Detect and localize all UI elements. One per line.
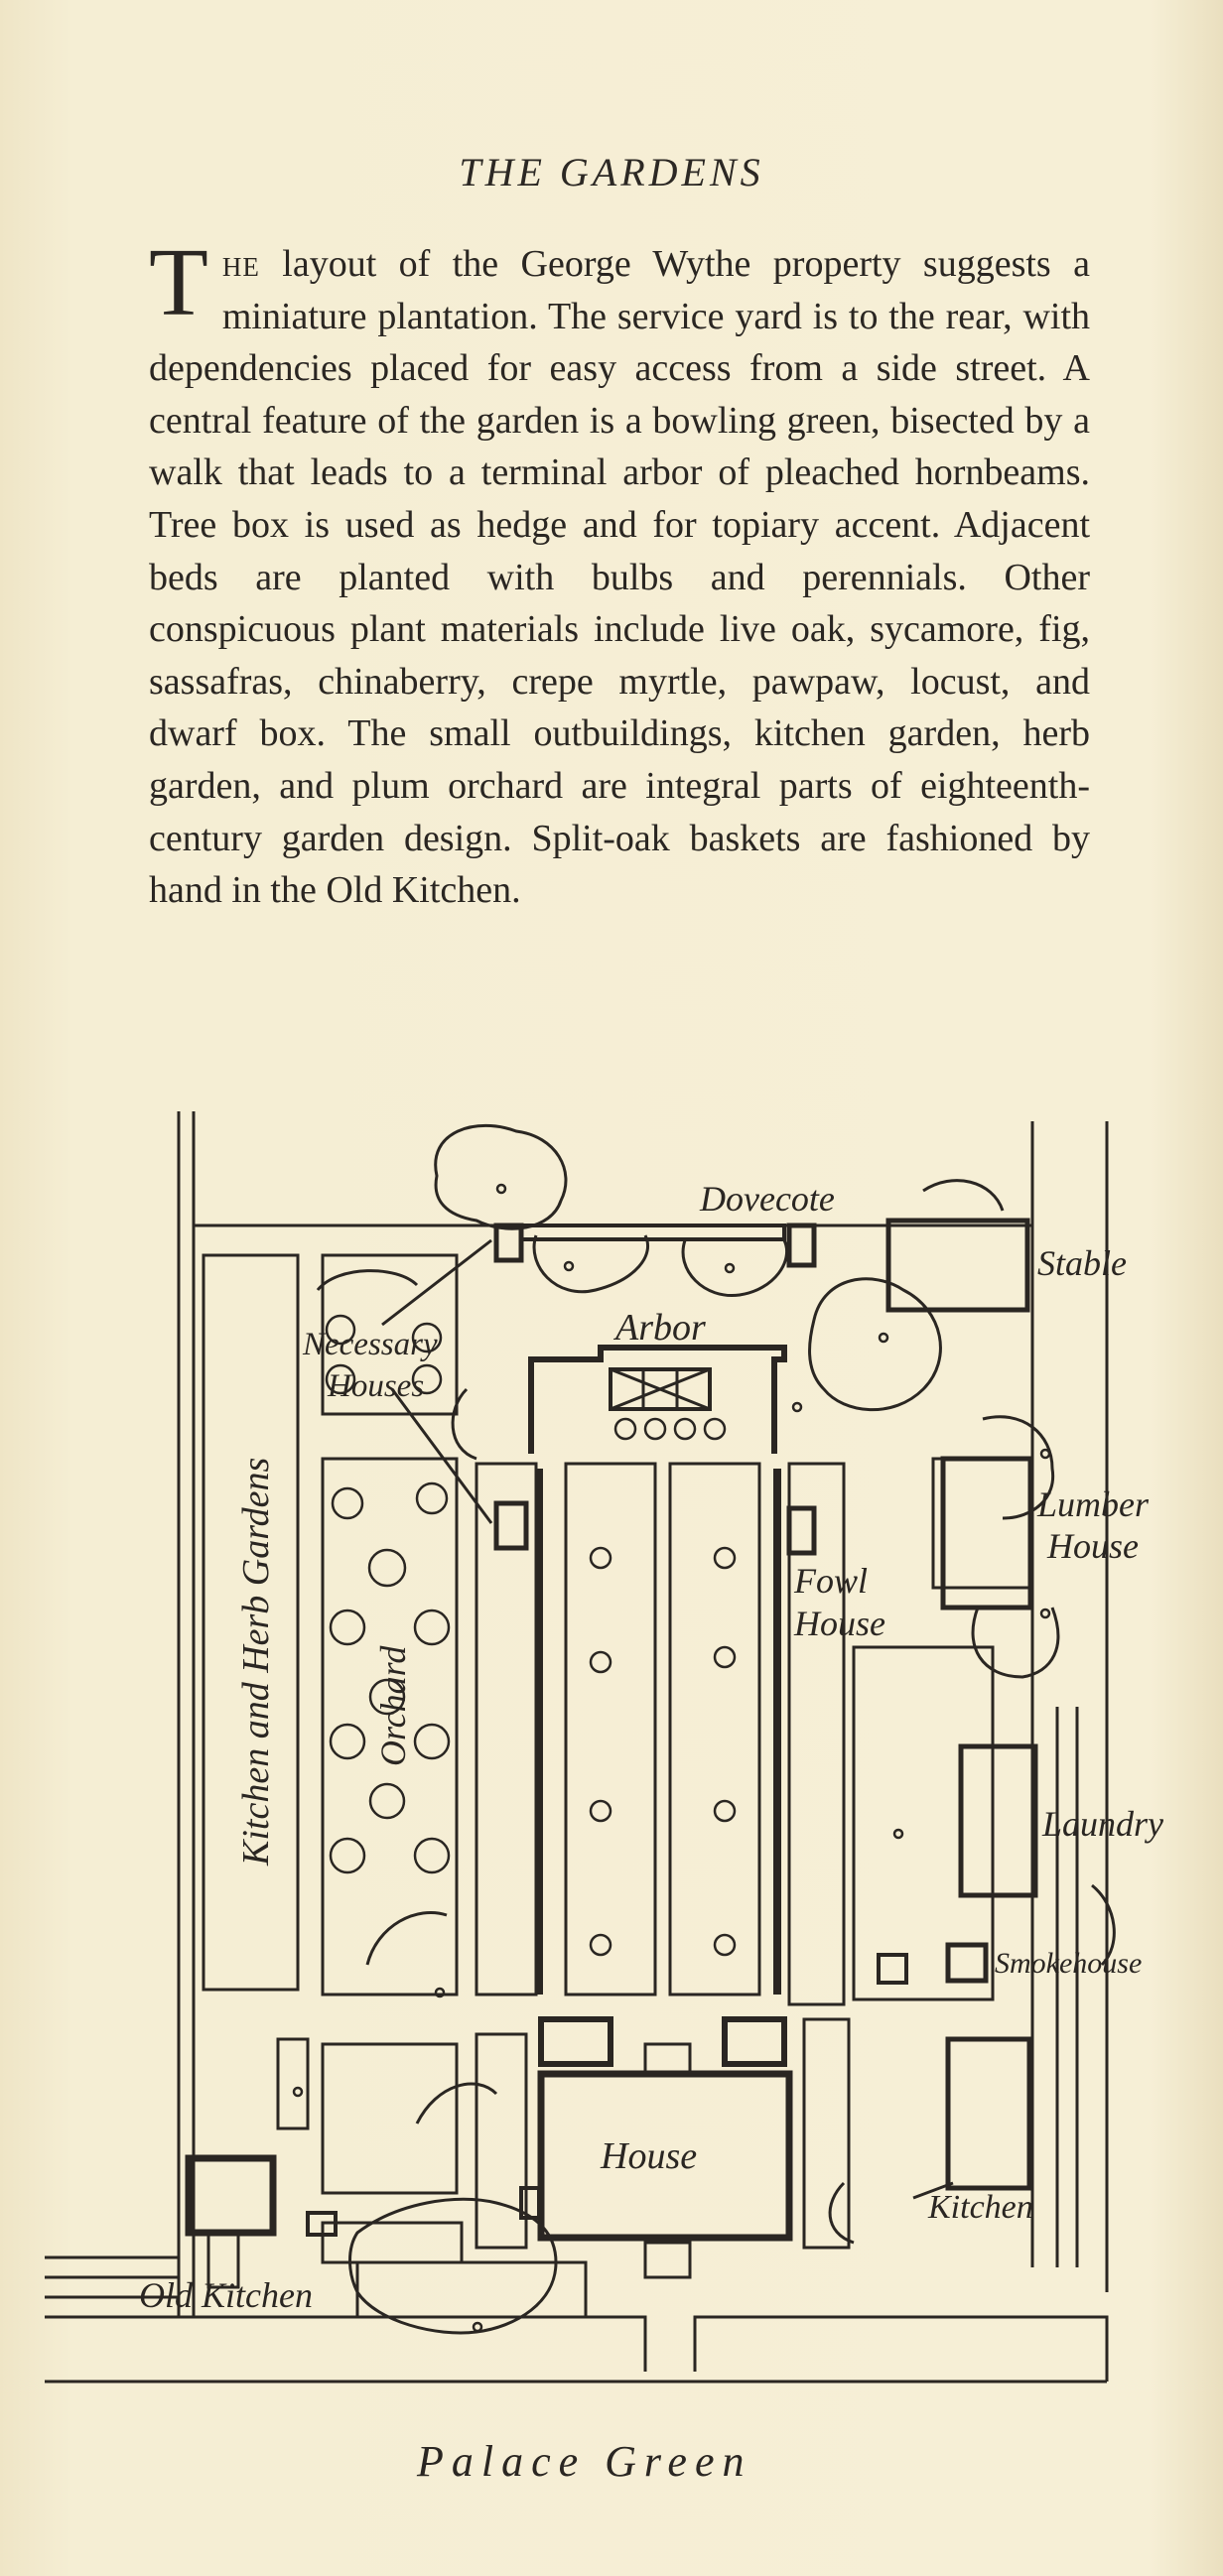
arbor-label: Arbor [612, 1307, 706, 1349]
kitchen-label: Kitchen [927, 2189, 1033, 2226]
laundry-label: Laundry [1041, 1804, 1163, 1844]
stable-building [885, 1218, 1030, 1313]
necessary-houses-label-line2: Houses [327, 1368, 424, 1404]
dovecote-building [786, 1223, 817, 1268]
laundry-building [958, 1743, 1038, 1898]
small-caps-lead: he [221, 243, 260, 285]
tree-outline-old-kitchen [348, 2197, 558, 2335]
bowling-green-east [668, 1462, 761, 1996]
palace-green-label: Palace Green [416, 2437, 751, 2486]
lumber-house-label-line2: House [1046, 1526, 1139, 1566]
arbor-structure [528, 1345, 787, 1454]
orchard-bed [321, 1457, 459, 1996]
necessary-house-north [493, 1223, 524, 1263]
fowl-house-building [786, 1505, 817, 1556]
stable-label: Stable [1037, 1243, 1127, 1283]
kitchen-herb-gardens-bed [202, 1253, 300, 1992]
old-kitchen-label: Old Kitchen [139, 2275, 313, 2315]
drop-cap: T [149, 229, 208, 336]
page-heading: THE GARDENS [459, 150, 764, 194]
lumber-house-building [940, 1456, 1033, 1610]
smokehouse-building [945, 1942, 989, 1984]
fowl-house-label-line1: Fowl [793, 1561, 868, 1601]
necessary-house-south [493, 1500, 529, 1551]
necessary-houses-label-line1: Necessary [302, 1327, 438, 1362]
garden-plan-map: Dovecote Stable Arbor Necessary Houses K… [45, 1111, 1163, 2486]
smokehouse-label: Smokehouse [995, 1947, 1142, 1980]
kitchen-herb-gardens-label: Kitchen and Herb Gardens [235, 1458, 277, 1867]
dovecote-label: Dovecote [699, 1179, 835, 1219]
orchard-label: Orchard [373, 1645, 413, 1766]
house-label: House [600, 2135, 697, 2177]
kitchen-building [945, 2036, 1032, 2191]
old-kitchen-building [185, 2154, 277, 2237]
lumber-house-label-line1: Lumber [1036, 1484, 1150, 1524]
bowling-green-west [564, 1462, 657, 1996]
paragraph-text: layout of the George Wythe property sugg… [149, 243, 1090, 912]
fowl-house-label-line2: House [793, 1604, 885, 1643]
tree-outline [434, 1123, 568, 1230]
